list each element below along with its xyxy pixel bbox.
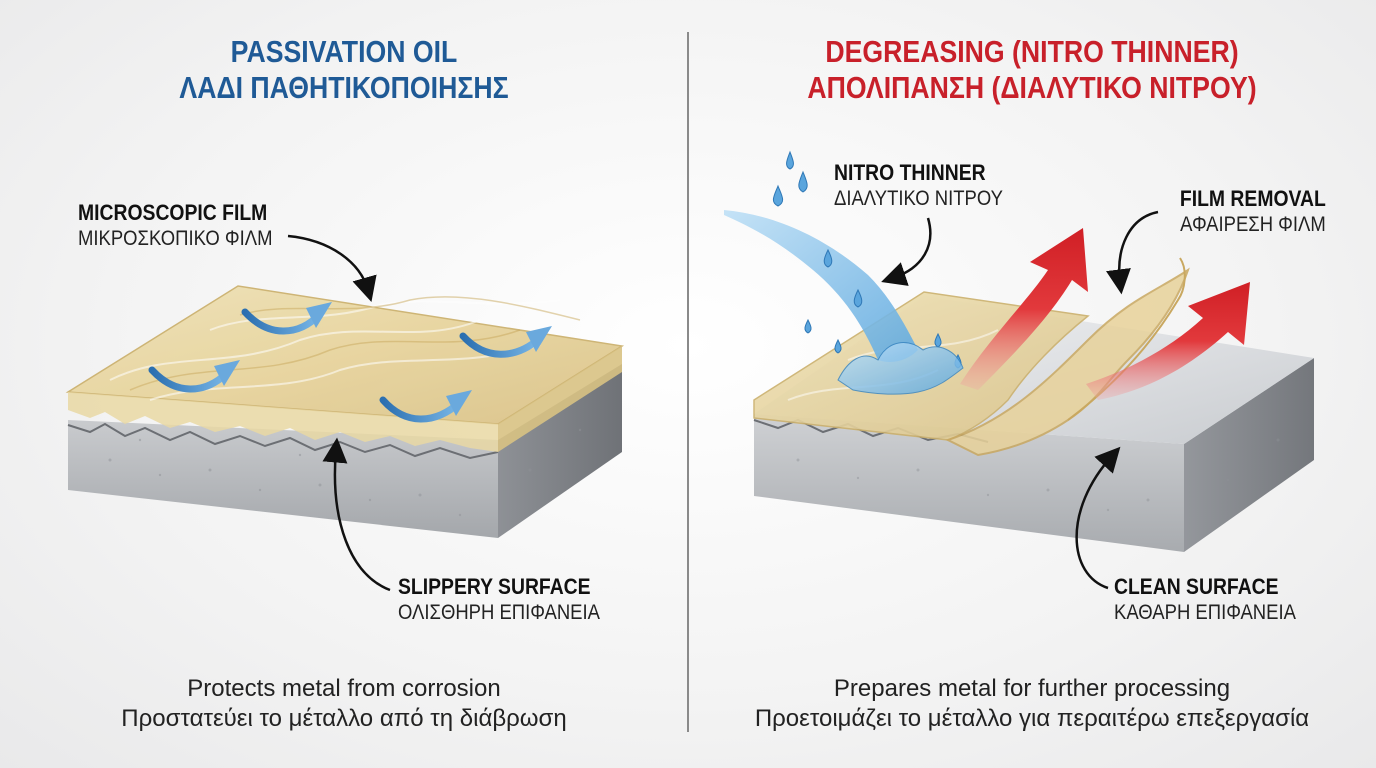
metal-side-face xyxy=(498,364,622,538)
center-divider xyxy=(687,32,689,732)
film-removal-label-en: FILM REMOVAL xyxy=(1180,186,1326,211)
metal-front-face xyxy=(68,420,498,538)
removal-arrow-1 xyxy=(960,228,1088,390)
nitro-thinner-label: NITRO THINNER ΔΙΑΛΥΤΙΚΟ ΝΙΤΡΟΥ xyxy=(834,160,1026,212)
degreasing-metal-block-illustration xyxy=(724,150,1314,590)
passivation-title-gr: ΛΑΔΙ ΠΑΘΗΤΙΚΟΠΟΙΗΣΗΣ xyxy=(179,70,509,105)
oiled-metal-block-illustration xyxy=(65,234,625,592)
removal-pointer-arrow xyxy=(1106,210,1159,295)
clean-surface-pointer-arrow xyxy=(1075,446,1121,590)
slippery-surface-label-en: SLIPPERY SURFACE xyxy=(398,574,591,599)
thinner-splash xyxy=(837,342,964,395)
degreasing-caption: Prepares metal for further processing Πρ… xyxy=(688,674,1376,734)
degreasing-title-en: DEGREASING (NITRO THINNER) xyxy=(825,34,1239,69)
microscopic-film-label: MICROSCOPIC FILM ΜΙΚΡΟΣΚΟΠΙΚΟ ΦΙΛΜ xyxy=(78,200,299,252)
clean-surface-label-en: CLEAN SURFACE xyxy=(1114,574,1279,599)
slippery-surface-label-gr: ΟΛΙΣΘΗΡΗ ΕΠΙΦΑΝΕΙΑ xyxy=(398,601,600,624)
degreasing-title: DEGREASING (NITRO THINNER) ΑΠΟΛΙΠΑΝΣΗ (Δ… xyxy=(736,34,1328,106)
degreasing-panel: DEGREASING (NITRO THINNER) ΑΠΟΛΙΠΑΝΣΗ (Δ… xyxy=(688,0,1376,768)
passivation-panel: PASSIVATION OIL ΛΑΔΙ ΠΑΘΗΤΙΚΟΠΟΙΗΣΗΣ xyxy=(0,34,688,734)
metal-front-face xyxy=(754,414,1184,552)
degreasing-caption-gr: Προετοιμάζει το μέταλλο για περαιτέρω επ… xyxy=(754,705,1310,732)
thinner-pointer-arrow xyxy=(881,217,932,286)
microscopic-film-label-en: MICROSCOPIC FILM xyxy=(78,200,268,225)
metal-side-face xyxy=(1184,358,1314,552)
peeling-film xyxy=(945,267,1190,457)
clean-surface-label: CLEAN SURFACE ΚΑΘΑΡΗ ΕΠΙΦΑΝΕΙΑ xyxy=(1114,574,1321,626)
removal-arrow-2 xyxy=(1086,282,1250,400)
film-pointer-arrow xyxy=(287,234,377,303)
passivation-caption-gr: Προστατεύει το μέταλλο από τη διάβρωση xyxy=(121,705,567,732)
passivation-caption: Protects metal from corrosion Προστατεύε… xyxy=(0,674,688,734)
film-removal-label: FILM REMOVAL ΑΦΑΙΡΕΣΗ ΦΙΛΜ xyxy=(1160,186,1326,238)
passivation-title: PASSIVATION OIL ΛΑΔΙ ΠΑΘΗΤΙΚΟΠΟΙΗΣΗΣ xyxy=(48,34,640,106)
film-removal-label-gr: ΑΦΑΙΡΕΣΗ ΦΙΛΜ xyxy=(1180,213,1326,236)
degreasing-caption-en: Prepares metal for further processing xyxy=(833,675,1231,702)
thinner-stream xyxy=(724,210,918,362)
microscopic-film-label-gr: ΜΙΚΡΟΣΚΟΠΙΚΟ ΦΙΛΜ xyxy=(78,227,273,250)
passivation-title-en: PASSIVATION OIL xyxy=(230,34,458,69)
thinner-droplets xyxy=(772,150,962,369)
clean-surface-label-gr: ΚΑΘΑΡΗ ΕΠΙΦΑΝΕΙΑ xyxy=(1114,601,1296,624)
degreasing-title-gr: ΑΠΟΛΙΠΑΝΣΗ (ΔΙΑΛΥΤΙΚΟ ΝΙΤΡΟΥ) xyxy=(807,70,1257,105)
nitro-thinner-label-en: NITRO THINNER xyxy=(834,160,986,185)
passivation-caption-en: Protects metal from corrosion xyxy=(187,675,501,702)
nitro-thinner-label-gr: ΔΙΑΛΥΤΙΚΟ ΝΙΤΡΟΥ xyxy=(834,187,1004,210)
slippery-surface-label: SLIPPERY SURFACE ΟΛΙΣΘΗΡΗ ΕΠΙΦΑΝΕΙΑ xyxy=(398,574,627,626)
surface-pointer-arrow xyxy=(322,437,391,592)
